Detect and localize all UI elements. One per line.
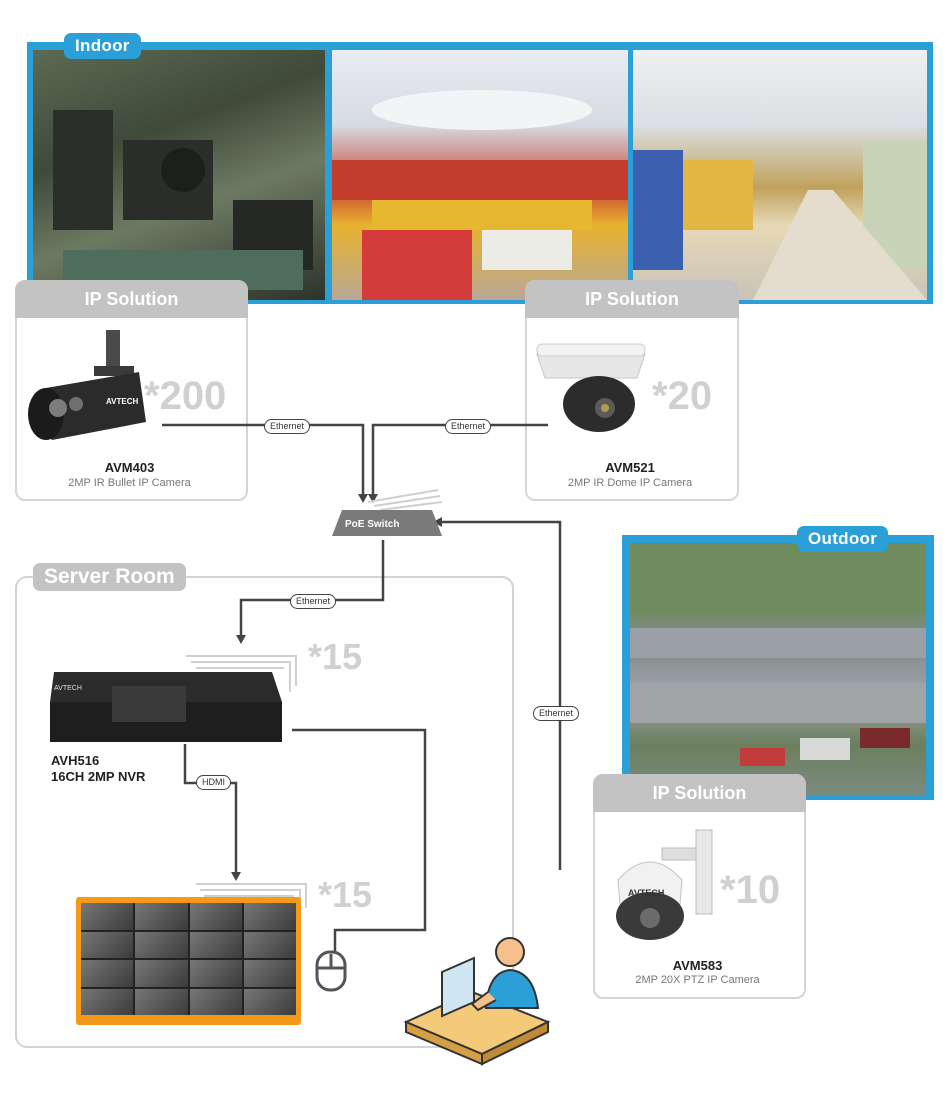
camera-model: AVM403: [104, 460, 155, 475]
dome-camera-icon: [536, 343, 646, 432]
monitor-count: *15: [318, 874, 373, 915]
ethernet-link-label: Ethernet: [533, 706, 580, 721]
server-room-frame: [15, 576, 514, 1048]
camera-grid-view: [81, 903, 296, 1015]
ip-solution-card-dome: IP Solution: [525, 280, 739, 501]
ptz-camera-icon: AVTECH: [616, 829, 713, 940]
nvr-icon: AVTECH: [50, 655, 297, 742]
camera-count: *10: [720, 868, 781, 912]
outdoor-photo-parking: [630, 543, 926, 795]
mall-illustration: [633, 140, 927, 300]
hdmi-link-label: HDMI: [196, 775, 231, 790]
indoor-photo-factory: [33, 50, 325, 300]
supermarket-illustration: [332, 90, 628, 300]
indoor-label: Indoor: [64, 33, 141, 59]
camera-count: *200: [144, 374, 227, 418]
camera-model: AVM521: [605, 460, 655, 475]
operator-icon: [403, 937, 551, 1066]
nvr-count: *15: [308, 636, 363, 677]
card-header: IP Solution: [593, 774, 806, 812]
monitor-display: [76, 897, 301, 1025]
mouse-icon: [315, 950, 347, 992]
nvr-model: AVH516: [51, 753, 100, 768]
poe-switch-label: PoE Switch: [345, 519, 400, 530]
parking-illustration: [630, 543, 926, 766]
indoor-photo-mall-corridor: [633, 50, 927, 300]
card-header: IP Solution: [15, 280, 248, 318]
svg-text:AVTECH: AVTECH: [54, 685, 82, 692]
outdoor-label: Outdoor: [797, 526, 889, 552]
ethernet-link-label: Ethernet: [290, 594, 337, 609]
switch-icon: [332, 489, 443, 536]
svg-text:AVTECH: AVTECH: [106, 397, 139, 406]
camera-description: 2MP IR Dome IP Camera: [567, 477, 693, 489]
indoor-photo-supermarket: [332, 50, 628, 300]
bullet-camera-icon: AVTECH: [28, 330, 146, 440]
card-header: IP Solution: [525, 280, 739, 318]
ethernet-link-label: Ethernet: [445, 419, 492, 434]
camera-description: 2MP 20X PTZ IP Camera: [635, 974, 760, 986]
svg-text:AVTECH: AVTECH: [628, 888, 664, 898]
camera-model: AVM583: [672, 958, 723, 973]
server-room-label: Server Room: [33, 563, 186, 591]
ethernet-link-label: Ethernet: [264, 419, 311, 434]
camera-description: 2MP IR Bullet IP Camera: [68, 477, 191, 489]
nvr-description: 16CH 2MP NVR: [51, 769, 146, 784]
camera-count: *20: [652, 374, 713, 418]
factory-illustration: [53, 110, 313, 290]
